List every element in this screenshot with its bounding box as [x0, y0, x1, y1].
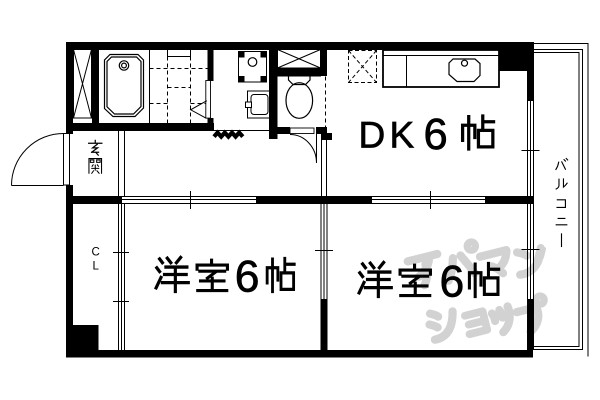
svg-text:L: L: [93, 261, 100, 273]
svg-text:6: 6: [235, 253, 260, 302]
svg-text:D: D: [359, 115, 386, 156]
svg-text:6: 6: [440, 258, 465, 307]
svg-text:C: C: [92, 247, 100, 259]
svg-text:K: K: [390, 115, 415, 156]
svg-text:6: 6: [424, 111, 448, 159]
